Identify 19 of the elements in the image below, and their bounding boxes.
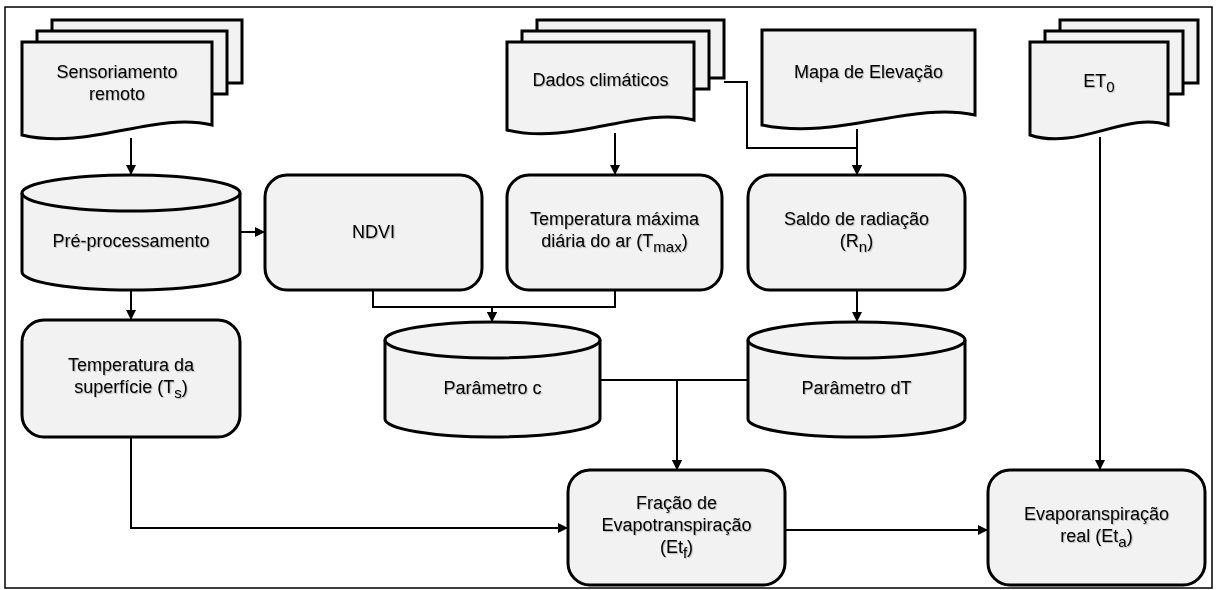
arrow bbox=[672, 379, 749, 471]
node-label: Dados climáticos bbox=[532, 70, 669, 92]
arrow bbox=[1095, 136, 1105, 471]
node-label: Saldo de radiação (R$_{n}$) bbox=[782, 209, 931, 256]
node-label: Temperatura da superfície (T$_{s}$) bbox=[66, 355, 196, 402]
node-label: Temperatura máxima diária do ar (T$_{max}$) bbox=[528, 209, 701, 256]
arrow bbox=[852, 128, 862, 176]
node-label: NDVI bbox=[352, 221, 395, 244]
node-label: Parâmetro c bbox=[443, 377, 542, 400]
node-label: Pré-processamento bbox=[52, 230, 210, 253]
node-label: Sensoriamento remoto bbox=[55, 61, 179, 106]
arrow bbox=[126, 289, 136, 321]
node-label: Evaporanspiração real (Et$_{a}$) bbox=[1022, 504, 1171, 551]
node-label: Mapa de Elevação bbox=[793, 61, 944, 84]
node-label: ET$_{0}$ bbox=[1083, 71, 1115, 96]
node-label: Fração de Evapotranspiração (Et$_{f}$) bbox=[600, 493, 753, 562]
node-label: Parâmetro dT bbox=[801, 377, 912, 400]
arrow bbox=[610, 132, 620, 176]
arrow bbox=[126, 137, 136, 176]
